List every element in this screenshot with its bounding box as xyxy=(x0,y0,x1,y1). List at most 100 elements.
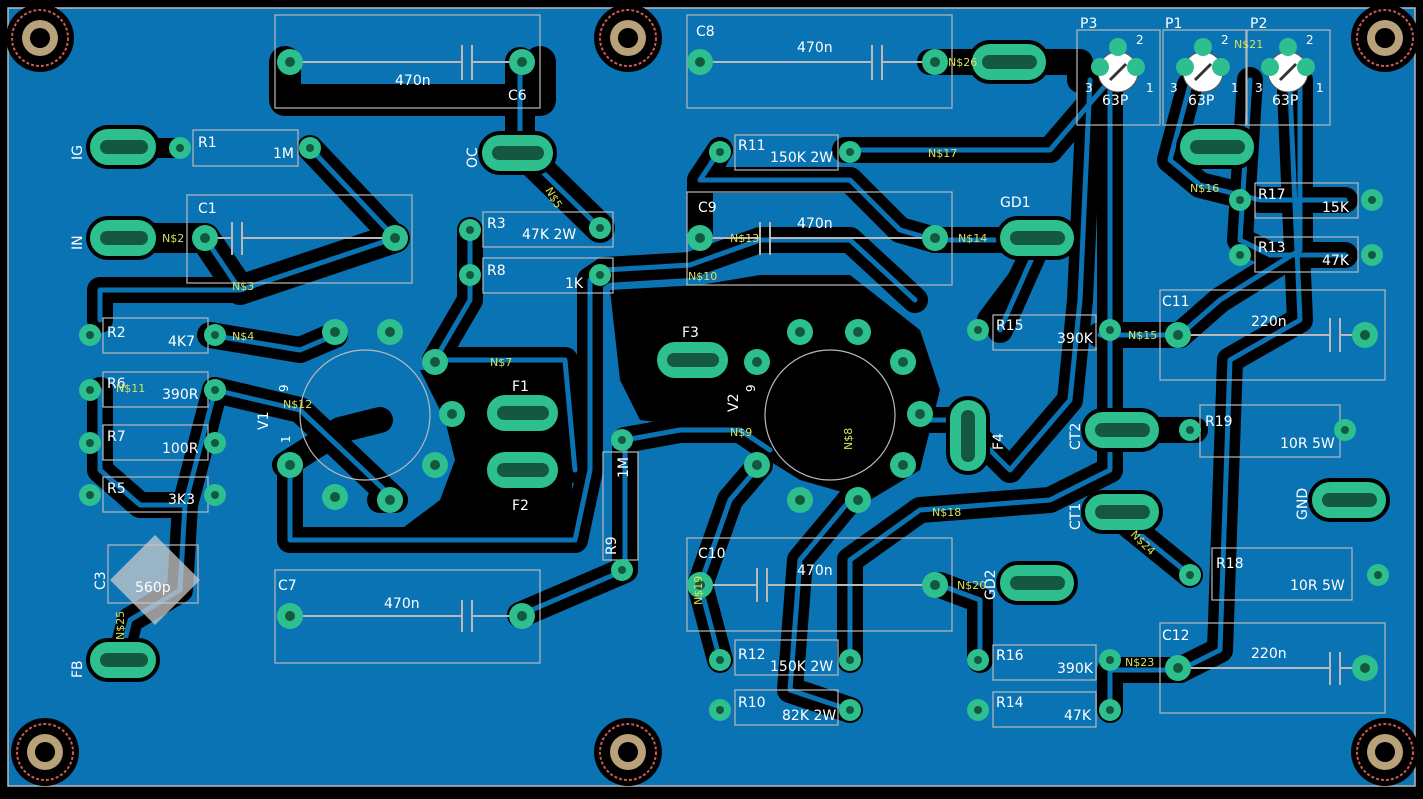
label-r13: R13 xyxy=(1258,240,1286,256)
value-c7: 470n xyxy=(384,596,420,612)
label-f4: F4 xyxy=(991,433,1007,450)
value-r19: 10R 5W xyxy=(1280,436,1335,452)
label-c11: C11 xyxy=(1162,294,1190,310)
net-label: N$26 xyxy=(948,56,977,69)
pin-number: 2 xyxy=(1306,33,1314,47)
label-gd2: GD2 xyxy=(983,569,999,600)
label-r5: R5 xyxy=(107,481,126,497)
net-label: N$4 xyxy=(232,330,254,343)
label-v2: V2 xyxy=(726,394,742,412)
value-p2: 63P xyxy=(1272,93,1298,109)
component-outlines xyxy=(102,14,1386,728)
label-r10: R10 xyxy=(738,695,766,711)
value-r16: 390K xyxy=(1057,661,1094,677)
pin-number: 2 xyxy=(1221,33,1229,47)
net-label: N$15 xyxy=(1128,329,1157,342)
c3-marking xyxy=(110,535,200,625)
label-r12: R12 xyxy=(738,647,766,663)
pin-number: 1 xyxy=(1231,81,1239,95)
label-r7: R7 xyxy=(107,429,126,445)
label-c9: C9 xyxy=(698,200,717,216)
label-c3: C3 xyxy=(93,571,109,590)
label-ct1: CT1 xyxy=(1068,503,1084,530)
label-v1: V1 xyxy=(256,412,272,430)
value-r2: 4K7 xyxy=(168,334,195,350)
pin-number: 3 xyxy=(1085,81,1093,95)
value-c10: 470n xyxy=(797,563,833,579)
label-c8: C8 xyxy=(696,24,715,40)
net-label: N$25 xyxy=(114,611,127,640)
label-f1: F1 xyxy=(512,379,529,395)
value-r3: 47K 2W xyxy=(522,227,576,243)
value-r1: 1M xyxy=(273,146,294,162)
label-ct2: CT2 xyxy=(1068,423,1084,450)
connector-pad-cores xyxy=(100,55,1377,667)
label-p1: P1 xyxy=(1165,16,1182,32)
label-ig: IG xyxy=(70,145,86,160)
value-r11: 150K 2W xyxy=(770,150,833,166)
value-r5: 3K3 xyxy=(168,492,195,508)
value-c3: 560p xyxy=(135,580,171,596)
label-c1: C1 xyxy=(198,201,217,217)
label-r11: R11 xyxy=(738,138,766,154)
net-label: N$13 xyxy=(730,232,759,245)
net-label: N$21 xyxy=(1234,38,1263,51)
value-r15: 390K xyxy=(1057,331,1094,347)
value-r9: 1M xyxy=(616,457,632,478)
net-label: N$7 xyxy=(490,356,512,369)
value-r13: 47K xyxy=(1322,253,1350,269)
label-gnd: GND xyxy=(1295,488,1311,520)
label-c12: C12 xyxy=(1162,628,1190,644)
net-label: N$23 xyxy=(1125,656,1154,669)
pin-number: 9 xyxy=(277,384,291,392)
pin-number: 1 xyxy=(1146,81,1154,95)
value-c11: 220n xyxy=(1251,314,1287,330)
value-p3: 63P xyxy=(1102,93,1128,109)
label-c6: C6 xyxy=(508,88,527,104)
pin-number: 9 xyxy=(744,384,758,392)
label-r3: R3 xyxy=(487,216,506,232)
net-label: N$9 xyxy=(730,426,752,439)
label-p3: P3 xyxy=(1080,16,1097,32)
value-c9: 470n xyxy=(797,216,833,232)
label-c10: C10 xyxy=(698,546,726,562)
value-r17: 15K xyxy=(1322,200,1350,216)
value-c6: 470n xyxy=(395,73,431,89)
pin-number: 1 xyxy=(279,435,293,443)
label-r14: R14 xyxy=(996,695,1024,711)
value-p1: 63P xyxy=(1188,93,1214,109)
net-label: N$14 xyxy=(958,232,987,245)
label-r19: R19 xyxy=(1205,414,1233,430)
net-label: N$2 xyxy=(162,232,184,245)
label-r6: R6 xyxy=(107,376,126,392)
net-label: N$19 xyxy=(692,576,705,605)
net-label: N$10 xyxy=(688,270,717,283)
value-r6: 390R xyxy=(162,387,199,403)
label-gd1: GD1 xyxy=(1000,195,1031,211)
label-oc: OC xyxy=(465,147,481,168)
label-f3: F3 xyxy=(682,325,699,341)
label-p2: P2 xyxy=(1250,16,1267,32)
value-c8: 470n xyxy=(797,40,833,56)
label-r16: R16 xyxy=(996,648,1024,664)
net-label: N$16 xyxy=(1190,182,1219,195)
label-fb: FB xyxy=(70,660,86,678)
net-label: N$12 xyxy=(283,398,312,411)
label-r2: R2 xyxy=(107,325,126,341)
label-r9: R9 xyxy=(604,536,620,555)
label-r15: R15 xyxy=(996,318,1024,334)
value-r18: 10R 5W xyxy=(1290,578,1345,594)
label-c7: C7 xyxy=(278,578,297,594)
pin-number: 3 xyxy=(1255,81,1263,95)
value-r12: 150K 2W xyxy=(770,659,833,675)
value-r8: 1K xyxy=(565,276,584,292)
label-r17: R17 xyxy=(1258,187,1286,203)
value-c12: 220n xyxy=(1251,646,1287,662)
pin-number: 2 xyxy=(1136,33,1144,47)
label-r1: R1 xyxy=(198,135,217,151)
pin-number: 1 xyxy=(1316,81,1324,95)
net-label: N$8 xyxy=(842,428,855,450)
value-r14: 47K xyxy=(1064,708,1092,724)
